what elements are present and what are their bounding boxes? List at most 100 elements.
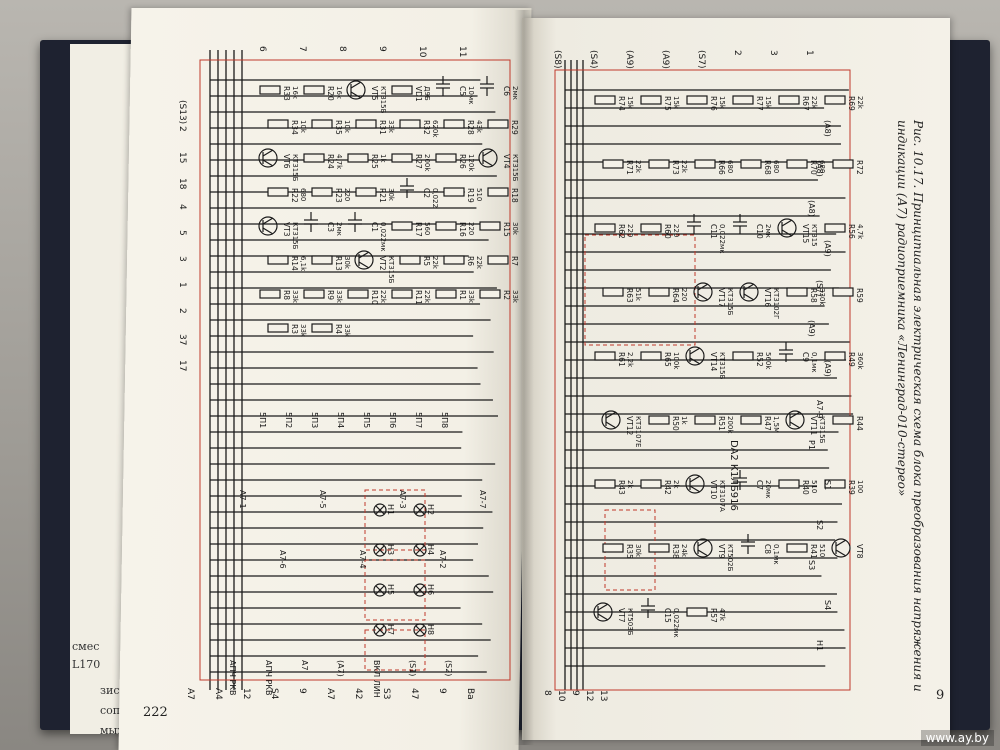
block-label: А7-3 — [398, 490, 407, 509]
component-ref: R27 — [414, 154, 423, 169]
top-pin-label: 3 — [768, 50, 778, 56]
component-ref: R51 — [717, 416, 726, 431]
top-pin-label: (S8) — [552, 50, 562, 68]
bottom-pin-label: 9 — [437, 688, 447, 694]
component-value: КТ502Б — [726, 544, 734, 572]
component-ref: VT15 — [801, 224, 810, 243]
component-ref: VT2 — [378, 256, 387, 271]
bottom-pin-label: S3 — [381, 688, 391, 699]
resistor — [740, 415, 762, 425]
resistor — [479, 289, 501, 299]
misc-label: (А8) — [815, 160, 824, 177]
component-ref: R31 — [378, 120, 387, 135]
transistor — [685, 474, 705, 494]
component-value: 200k — [726, 416, 734, 434]
component-ref: C7 — [755, 480, 764, 490]
resistor — [311, 323, 333, 333]
transistor — [258, 216, 278, 236]
resistor — [355, 119, 377, 129]
resistor — [694, 415, 716, 425]
resistor — [487, 255, 509, 265]
lamp — [413, 543, 427, 557]
component-value: 22k — [856, 96, 864, 110]
component-ref: R74 — [617, 96, 626, 111]
book-gutter — [514, 10, 534, 745]
component-value: 680 — [772, 160, 780, 173]
schematic-right-wires — [564, 60, 854, 690]
component-value: 33k — [299, 324, 307, 338]
component-value: 2k — [672, 480, 680, 489]
component-ref: R62 — [617, 224, 626, 239]
component-value: 220 — [672, 224, 680, 237]
side-text-line: мых — [100, 724, 124, 737]
block-label: А7-2 — [438, 550, 447, 569]
schematic-right-parts — [593, 95, 854, 622]
resistor — [786, 159, 808, 169]
transistor-lead — [689, 475, 701, 483]
resistor — [267, 187, 289, 197]
component-value: 620k — [431, 120, 439, 138]
resistor — [303, 289, 325, 299]
resistor — [347, 153, 369, 163]
component-value: 2k — [626, 480, 634, 489]
component-value: 15k — [718, 96, 726, 110]
component-value: 33k — [291, 290, 299, 304]
lamp-cross — [415, 585, 425, 595]
component-value: 15k — [626, 96, 634, 110]
resistor — [832, 287, 854, 297]
transistor-lead — [605, 411, 617, 419]
lamp — [413, 623, 427, 637]
component-value: 330k — [818, 288, 826, 306]
resistor — [435, 153, 457, 163]
component-ref: VT8 — [855, 544, 864, 559]
resistor — [832, 159, 854, 169]
transistor — [785, 410, 805, 430]
component-value: 10мк — [467, 86, 475, 104]
transistor-lead — [743, 293, 755, 301]
right-page — [522, 18, 950, 740]
component-ref: R64 — [671, 288, 680, 303]
top-pin-label: 9 — [377, 46, 387, 52]
component-ref: R15 — [502, 222, 511, 237]
component-value: КТ315Б — [726, 288, 734, 316]
transistor-lead — [350, 91, 362, 99]
resistor — [640, 223, 662, 233]
component-value: 30k — [343, 256, 351, 270]
transistor-lead — [835, 539, 847, 547]
component-value: 0,022 — [431, 188, 439, 208]
figure-caption: Рис. 10.17. Принципиальная электрическая… — [895, 120, 925, 692]
component-value: 10k — [864, 288, 865, 302]
component-ref: C1 — [370, 222, 379, 232]
resistor — [602, 543, 624, 553]
component-value: 2мк — [511, 86, 519, 100]
transistor-lead — [835, 549, 847, 557]
switch-label: 5П7 — [414, 412, 423, 428]
block-label: А7-5 — [318, 490, 327, 509]
component-ref: R24 — [326, 154, 335, 169]
component-ref: VD1 — [414, 86, 423, 102]
component-ref: C15 — [663, 608, 672, 623]
switch-label: 5П2 — [284, 412, 293, 428]
component-value: 100k — [672, 352, 680, 370]
component-ref: R29 — [510, 120, 519, 135]
component-value: 30k — [387, 188, 395, 202]
lamp-cross — [415, 545, 425, 555]
component-ref: R50 — [671, 416, 680, 431]
bottom-pin-label: 10 — [556, 690, 566, 702]
transistor — [478, 148, 498, 168]
lamp-label: H3 — [386, 544, 395, 555]
component-value: 16k — [291, 86, 299, 100]
schematic-left-wires — [209, 50, 498, 690]
component-ref: R9 — [326, 290, 335, 300]
transistor-lead — [789, 411, 801, 419]
component-value: 47k — [718, 608, 726, 622]
resistor — [443, 187, 465, 197]
left-pin-label: 18 — [177, 178, 187, 190]
component-ref: R56 — [847, 224, 856, 239]
top-pin-label: (A9) — [624, 50, 634, 69]
component-ref: R58 — [809, 288, 818, 303]
figure-caption-box: Рис. 10.17. Принципиальная электрическая… — [868, 120, 948, 720]
component-ref: R14 — [290, 256, 299, 271]
lamp-cross — [415, 625, 425, 635]
misc-label: S4 — [823, 600, 832, 610]
